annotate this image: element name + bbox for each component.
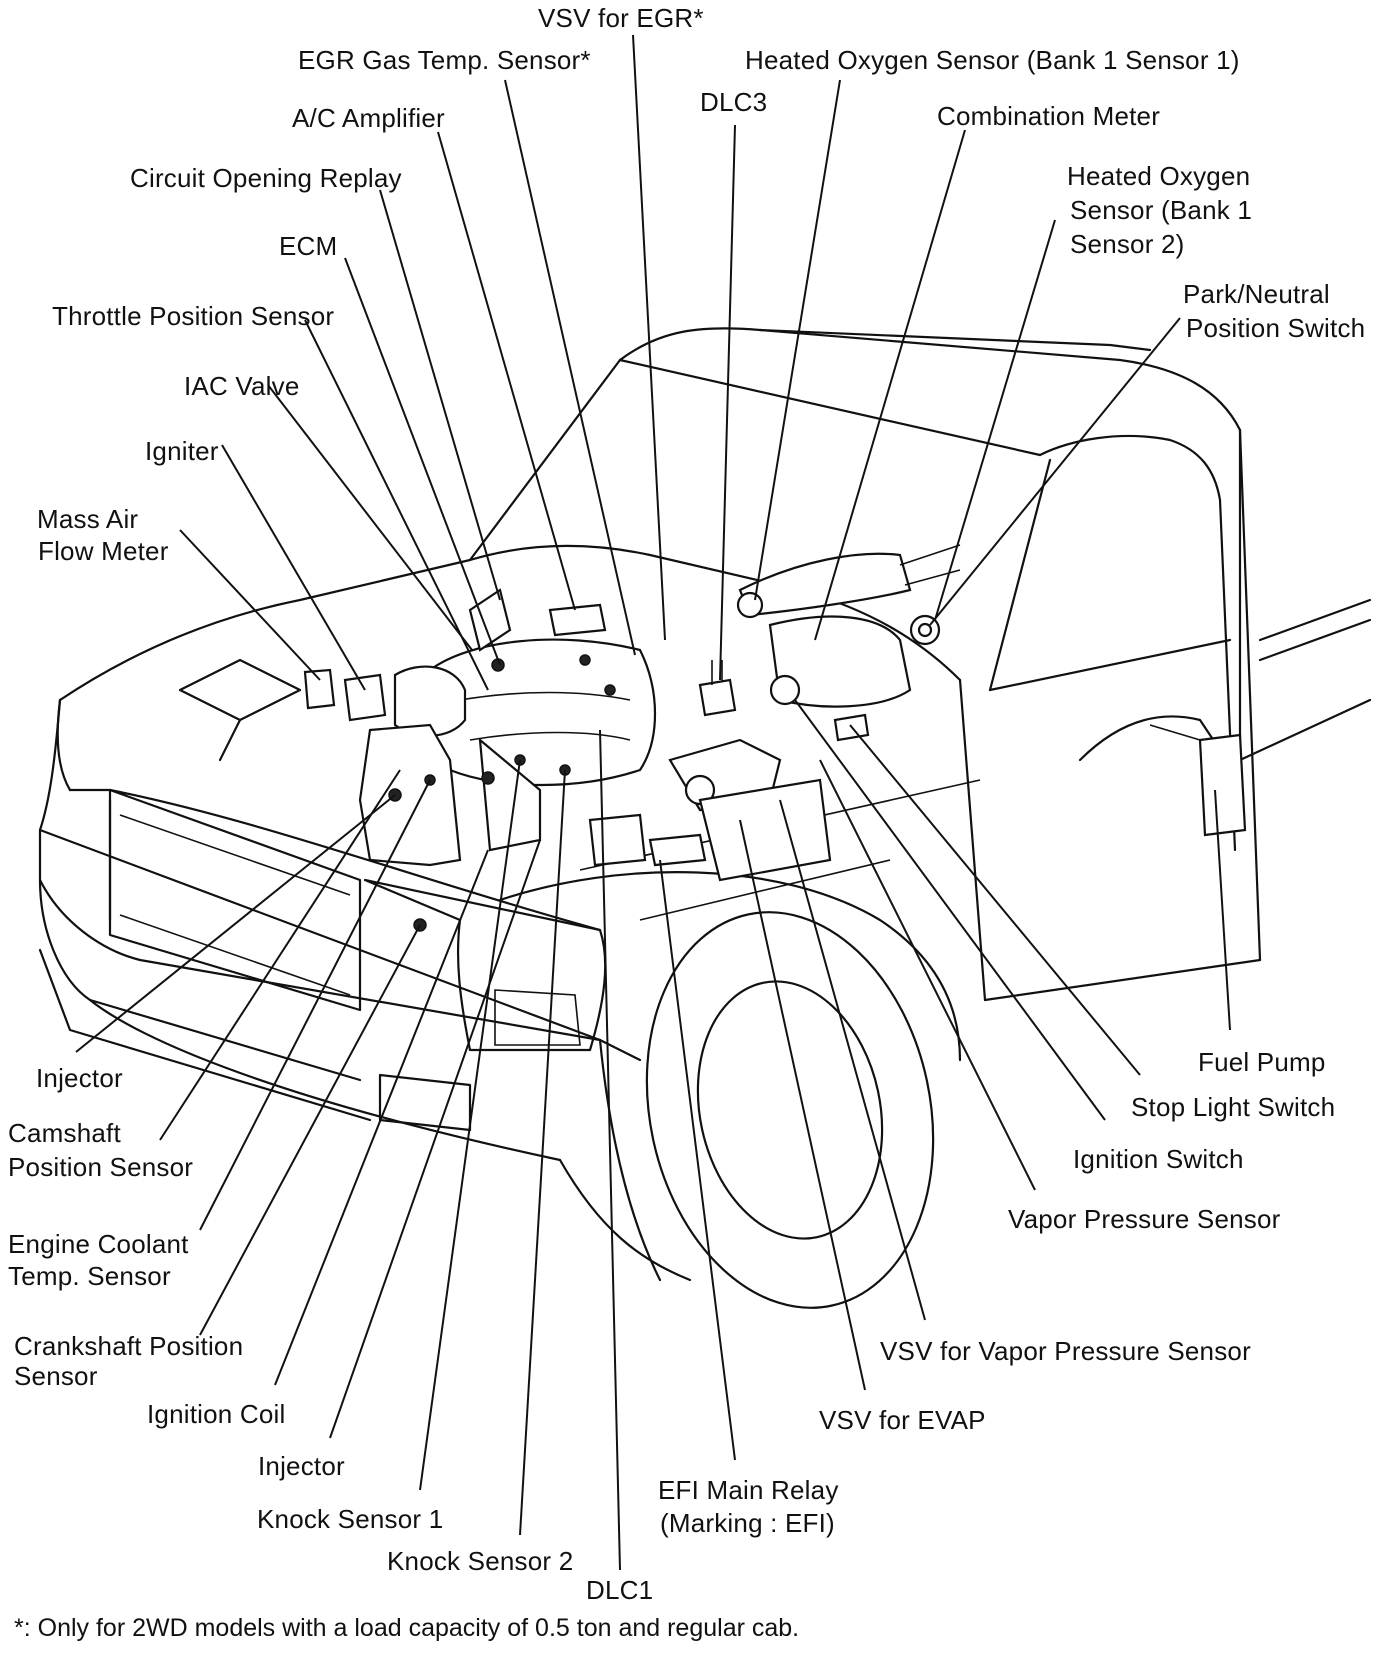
label-vsv-for-evap: VSV for EVAP — [819, 1405, 986, 1435]
label-iac-valve: IAC Valve — [184, 371, 300, 401]
label-camshaft-position-sensor-line2: Position Sensor — [8, 1152, 194, 1182]
label-dlc1: DLC1 — [586, 1575, 654, 1605]
label-heated-oxygen-sensor-b1s2-line2: Sensor (Bank 1 — [1070, 195, 1253, 225]
label-vsv-for-egr: VSV for EGR* — [538, 3, 704, 33]
label-stop-light-switch: Stop Light Switch — [1131, 1092, 1336, 1122]
label-vsv-for-vapor-pressure-sensor: VSV for Vapor Pressure Sensor — [880, 1336, 1251, 1366]
label-throttle-position-sensor: Throttle Position Sensor — [52, 301, 335, 331]
label-efi-main-relay-line2: (Marking : EFI) — [660, 1508, 835, 1538]
label-knock-sensor-2: Knock Sensor 2 — [387, 1546, 574, 1576]
label-igniter: Igniter — [145, 436, 219, 466]
label-mass-air-flow-meter-line2: Flow Meter — [38, 536, 169, 566]
label-ignition-switch: Ignition Switch — [1073, 1144, 1244, 1174]
label-efi-main-relay-line1: EFI Main Relay — [658, 1475, 839, 1505]
label-mass-air-flow-meter-line1: Mass Air — [37, 504, 139, 534]
label-vapor-pressure-sensor: Vapor Pressure Sensor — [1008, 1204, 1281, 1234]
label-combination-meter: Combination Meter — [937, 101, 1161, 131]
label-heated-oxygen-sensor-b1s2-line3: Sensor 2) — [1070, 229, 1185, 259]
vehicle-outline — [38, 327, 1372, 1309]
label-circuit-opening-relay: Circuit Opening Replay — [130, 163, 402, 193]
label-knock-sensor-1: Knock Sensor 1 — [257, 1504, 444, 1534]
label-camshaft-position-sensor-line1: Camshaft — [8, 1118, 121, 1148]
label-injector-bottom: Injector — [258, 1451, 345, 1481]
label-park-neutral-line2: Position Switch — [1186, 313, 1366, 343]
label-injector-left: Injector — [36, 1063, 123, 1093]
leader-lines — [75, 34, 1231, 1571]
label-heated-oxygen-sensor-b1s1: Heated Oxygen Sensor (Bank 1 Sensor 1) — [745, 45, 1240, 75]
label-ignition-coil: Ignition Coil — [147, 1399, 286, 1429]
label-engine-coolant-temp-sensor-line2: Temp. Sensor — [8, 1261, 171, 1291]
engine-components — [303, 544, 1247, 932]
label-crankshaft-position-sensor-line1: Crankshaft Position — [14, 1331, 244, 1361]
footnote: *: Only for 2WD models with a load capac… — [14, 1614, 800, 1642]
label-ac-amplifier: A/C Amplifier — [292, 103, 445, 133]
label-egr-gas-temp-sensor: EGR Gas Temp. Sensor* — [298, 45, 591, 75]
label-park-neutral-line1: Park/Neutral — [1183, 279, 1330, 309]
label-crankshaft-position-sensor-line2: Sensor — [14, 1361, 98, 1391]
label-fuel-pump: Fuel Pump — [1198, 1047, 1326, 1077]
label-engine-coolant-temp-sensor-line1: Engine Coolant — [8, 1229, 189, 1259]
label-dlc3: DLC3 — [700, 87, 768, 117]
label-heated-oxygen-sensor-b1s2-line1: Heated Oxygen — [1067, 161, 1251, 191]
label-ecm: ECM — [279, 231, 338, 261]
